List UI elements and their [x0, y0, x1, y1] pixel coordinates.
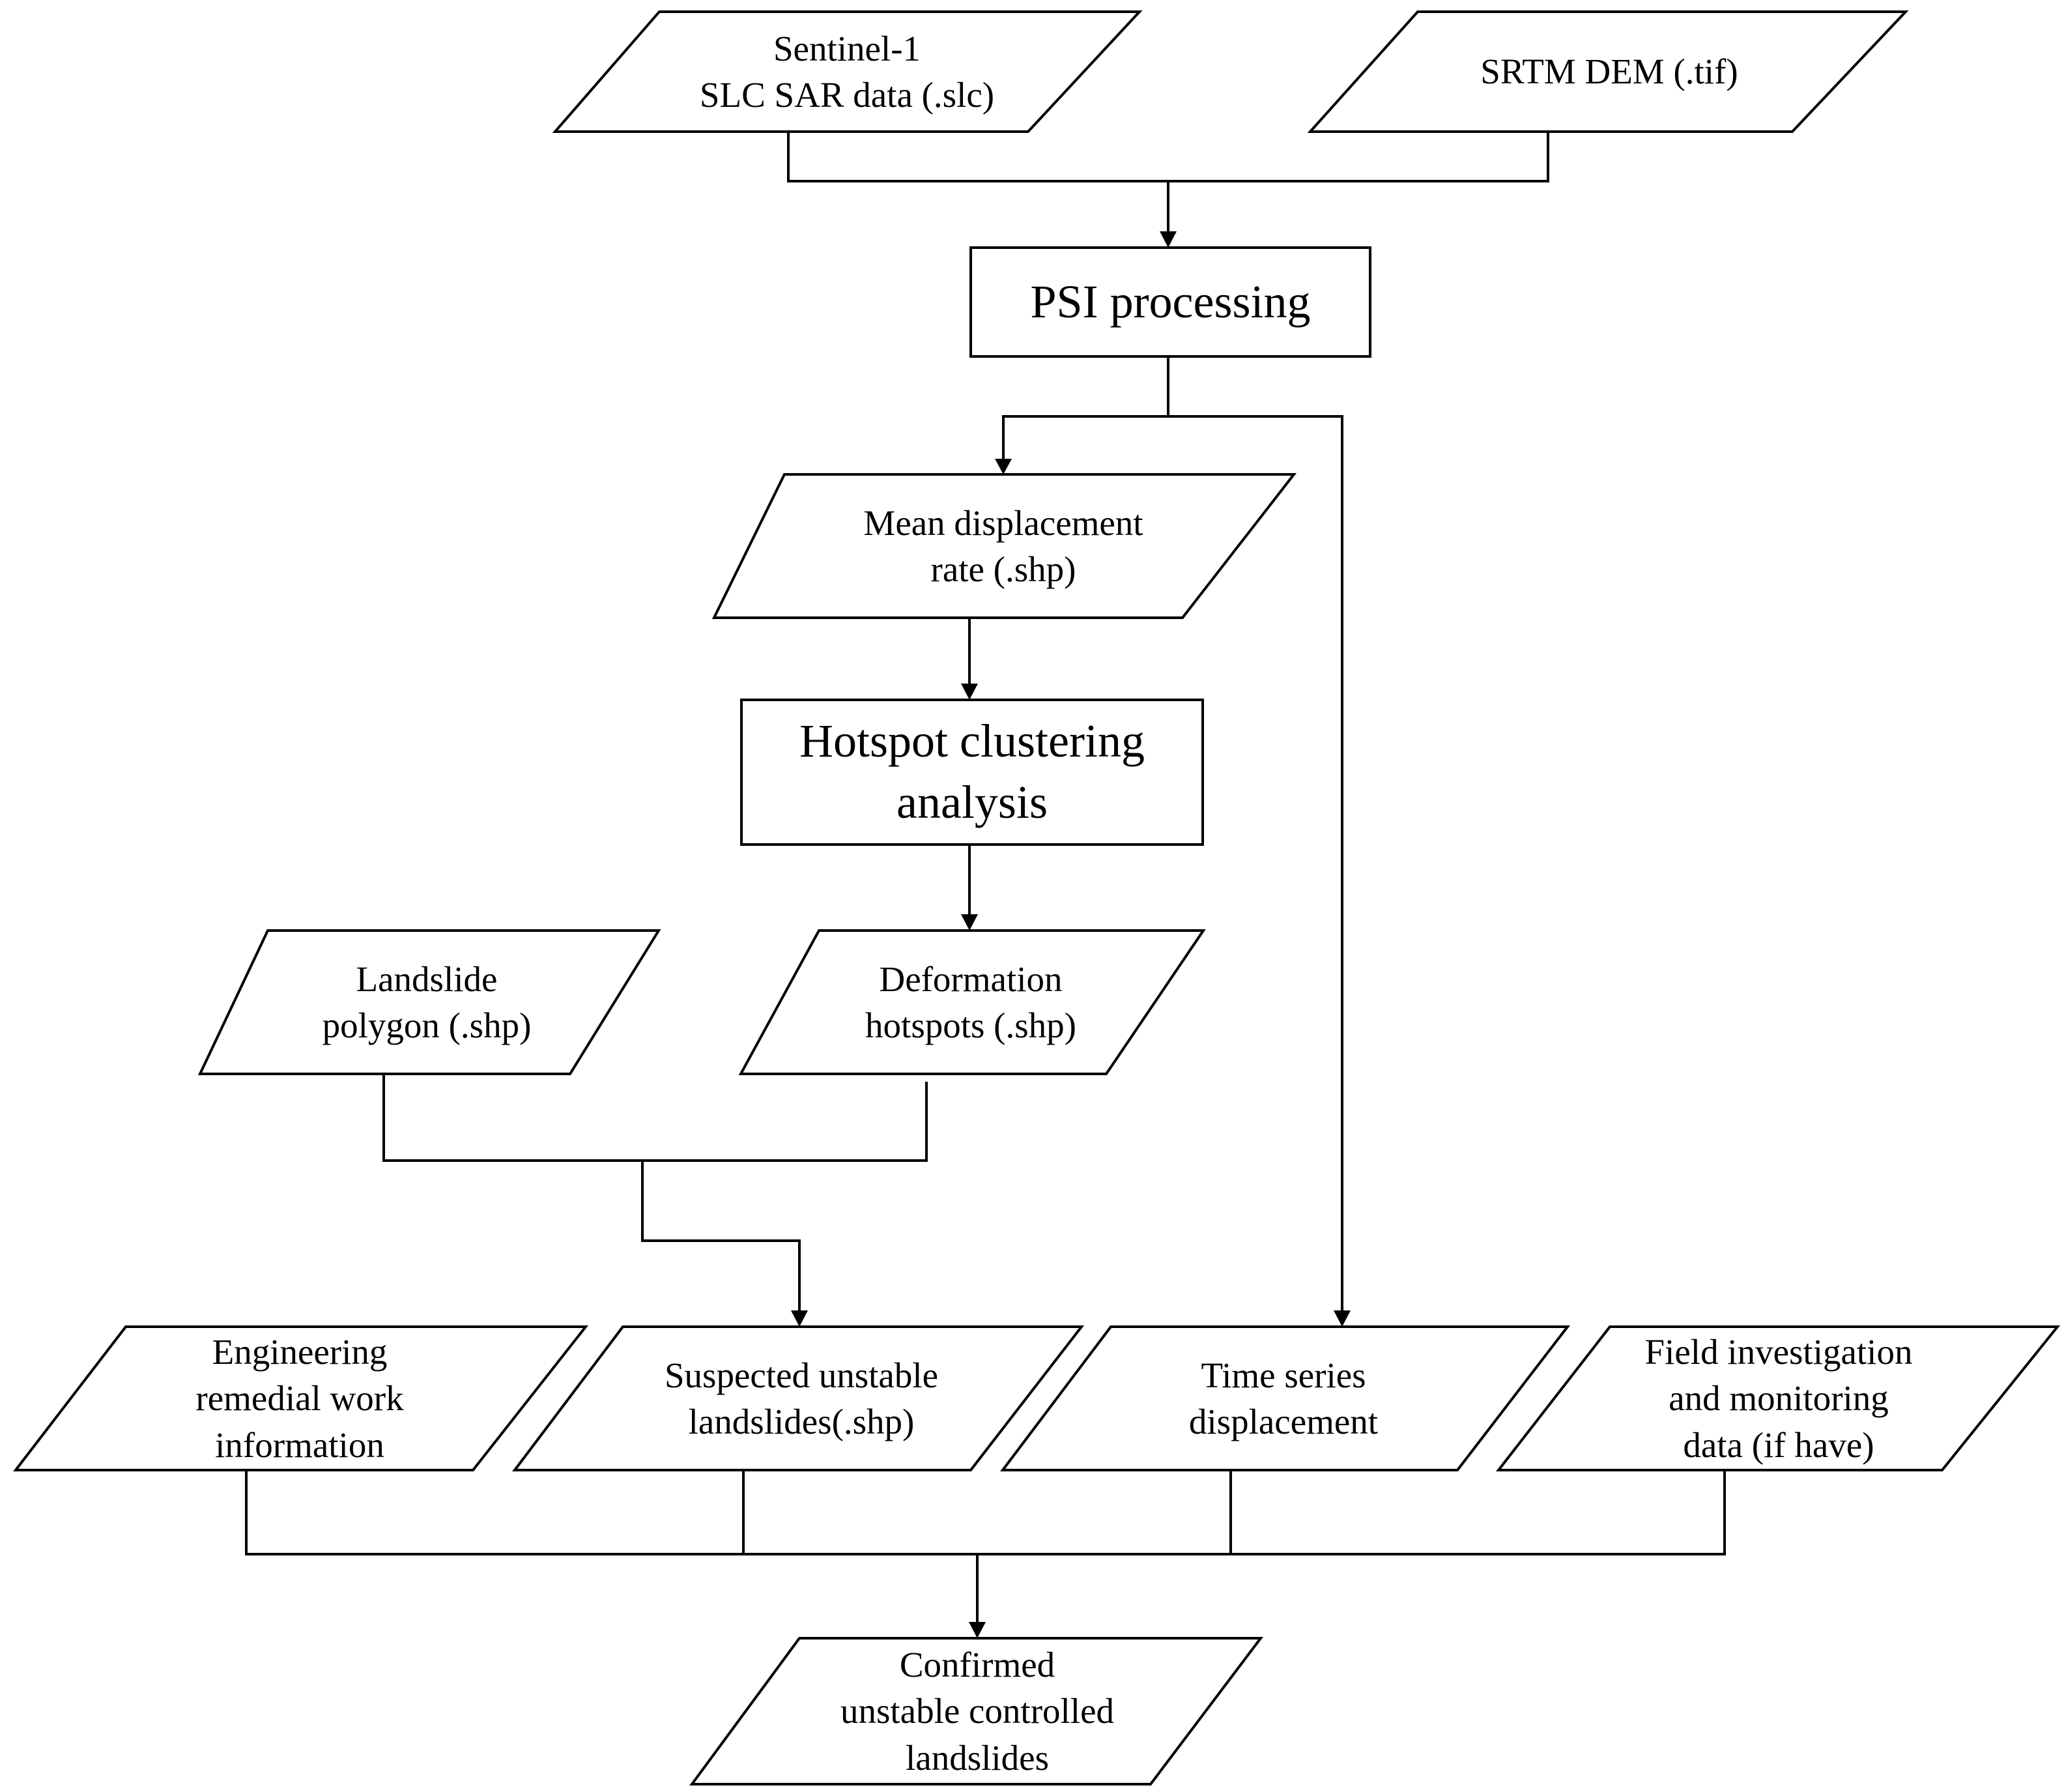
- field-investigation-label: Field investigation and monitoring data …: [1644, 1331, 1913, 1465]
- field-investigation-shape: [1495, 1325, 2061, 1471]
- arrowhead-to-psi: [1160, 231, 1177, 248]
- arrowhead-to-mean-rate: [995, 459, 1012, 474]
- time-series-displacement-label: Time series displacement: [1188, 1355, 1379, 1442]
- arrowhead-to-time-series: [1334, 1310, 1351, 1327]
- arrowhead-to-deformation-hotspots: [961, 914, 978, 931]
- connector-inputs-merge: [787, 132, 1549, 182]
- sentinel-data-label: Sentinel-1 SLC SAR data (.slc): [699, 28, 995, 115]
- suspected-unstable-landslides-label: Suspected unstable landslides(.shp): [664, 1355, 939, 1442]
- psi-processing-shape: [969, 246, 1371, 358]
- arrowhead-to-confirmed: [969, 1622, 986, 1638]
- connector-bottom-merge: [245, 1470, 1726, 1555]
- time-series-displacement-shape: [999, 1325, 1571, 1471]
- landslide-polygon-shape: [197, 929, 661, 1075]
- confirmed-unstable-landslides-label: Confirmed unstable controlled landslides: [840, 1644, 1115, 1778]
- suspected-unstable-landslides-shape: [511, 1325, 1085, 1471]
- hotspot-clustering-analysis-label: Hotspot clustering analysis: [799, 715, 1145, 828]
- hotspot-clustering-analysis-shape: [740, 699, 1204, 846]
- srtm-dem-label: SRTM DEM (.tif): [1480, 51, 1738, 92]
- mean-displacement-rate-label: Mean displacement rate (.shp): [863, 502, 1143, 590]
- confirmed-unstable-landslides-shape: [689, 1637, 1264, 1785]
- connector-psi-branch: [1002, 356, 1169, 460]
- arrowhead-to-hotspot-analysis: [961, 684, 978, 700]
- srtm-dem-shape: [1307, 10, 1909, 133]
- connector-polygon-hotspots-merge: [382, 1074, 928, 1162]
- psi-processing-label: PSI processing: [1030, 275, 1311, 328]
- connector-psi-to-time-series: [1168, 415, 1343, 1312]
- engineering-remedial-work-label: Engineering remedial work information: [195, 1331, 404, 1465]
- connector-merge-to-suspected: [641, 1161, 801, 1312]
- deformation-hotspots-shape: [738, 929, 1206, 1075]
- engineering-remedial-work-shape: [12, 1325, 589, 1471]
- arrowhead-to-suspected: [791, 1310, 808, 1327]
- deformation-hotspots-label: Deformation hotspots (.shp): [865, 959, 1076, 1046]
- sentinel-data-shape: [552, 10, 1143, 133]
- landslide-polygon-label: Landslide polygon (.shp): [322, 959, 532, 1046]
- mean-displacement-rate-shape: [711, 473, 1297, 619]
